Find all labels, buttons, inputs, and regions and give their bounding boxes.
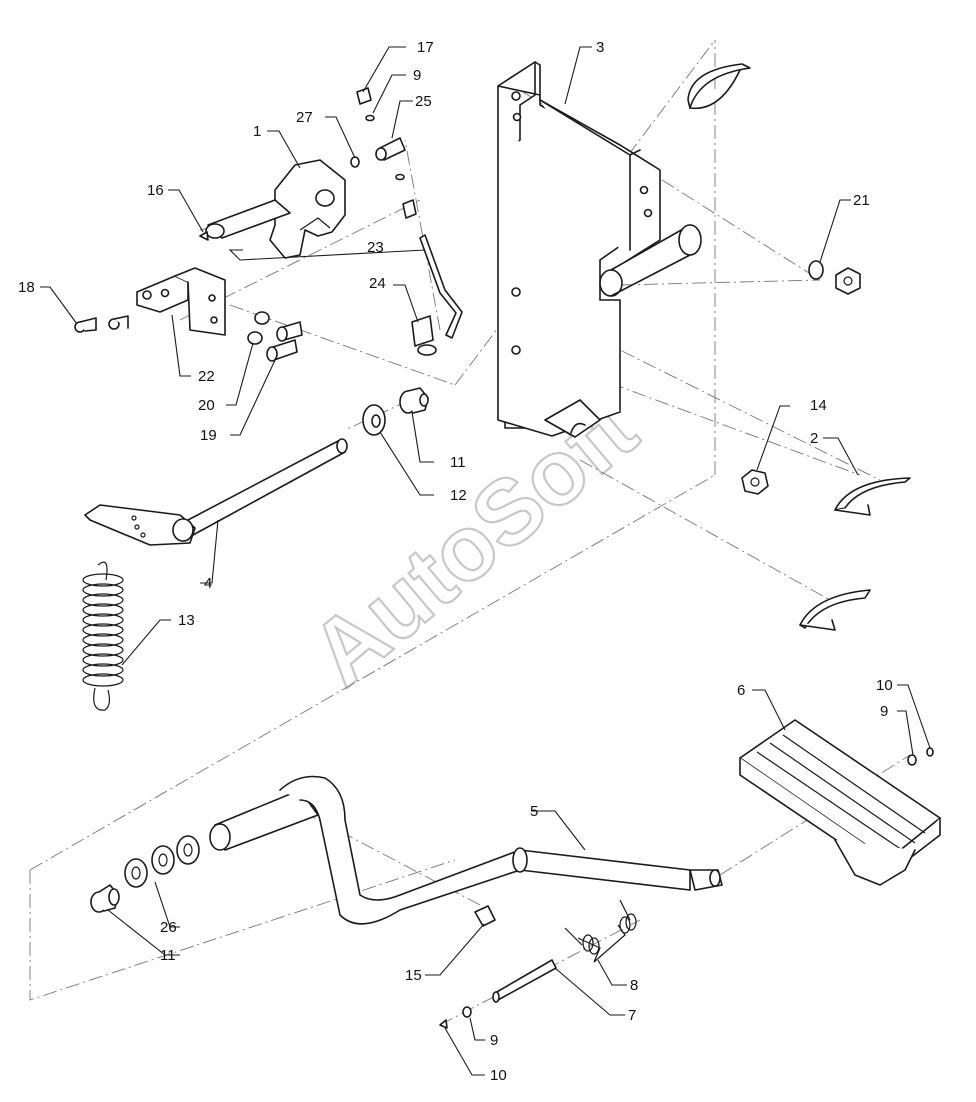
part-13-spring xyxy=(82,561,124,711)
callout-18: 18 xyxy=(18,279,35,296)
part-19-20-screws-washers xyxy=(247,311,303,362)
callout-11-upper: 11 xyxy=(450,454,466,471)
leader-lines xyxy=(40,46,931,1076)
callout-labels: 17 9 25 27 1 16 18 22 20 19 23 24 3 21 1… xyxy=(18,39,893,1084)
callout-10-upper: 10 xyxy=(876,677,893,694)
callout-27: 27 xyxy=(296,109,313,126)
clip-upper xyxy=(687,63,751,110)
callout-9-upper: 9 xyxy=(880,703,888,720)
part-18-screws xyxy=(74,315,129,333)
part-1-lever xyxy=(205,159,346,259)
callout-1: 1 xyxy=(253,123,261,140)
callout-15: 15 xyxy=(405,967,422,984)
callout-4: 4 xyxy=(204,575,212,592)
callout-24: 24 xyxy=(369,275,386,292)
callout-26: 26 xyxy=(160,919,177,936)
part-6-pedal-pad xyxy=(739,719,941,886)
callout-25: 25 xyxy=(415,93,432,110)
callout-8: 8 xyxy=(630,977,638,994)
part-15-pin xyxy=(474,905,496,927)
part-22-bracket xyxy=(136,267,226,336)
callout-3: 3 xyxy=(596,39,604,56)
watermark: AutoSoft xyxy=(292,378,655,706)
part-11-bushing-lower xyxy=(90,884,120,913)
clip-lower xyxy=(799,589,871,631)
part-9-10-washer-clip-lower xyxy=(439,1006,472,1029)
part-11-bushing-upper xyxy=(399,387,429,414)
callout-23: 23 xyxy=(367,239,384,256)
part-5-pedal-arm xyxy=(209,775,723,925)
callout-16: 16 xyxy=(147,182,164,199)
part-17-25-27-hardware xyxy=(350,87,417,219)
callout-7: 7 xyxy=(628,1007,636,1024)
part-23-rod xyxy=(419,234,463,339)
callout-11-lower: 11 xyxy=(160,947,176,964)
callout-12: 12 xyxy=(450,487,467,504)
part-24-clip xyxy=(411,315,437,356)
part-26-washers xyxy=(124,835,200,888)
callout-5: 5 xyxy=(530,803,538,820)
part-16-clip xyxy=(199,231,209,241)
callout-9-lower: 9 xyxy=(490,1032,498,1049)
callout-10-lower: 10 xyxy=(490,1067,507,1084)
part-2-clip xyxy=(834,477,911,516)
callout-6: 6 xyxy=(737,682,745,699)
callout-9: 9 xyxy=(413,67,421,84)
callout-2: 2 xyxy=(810,430,818,447)
callout-14: 14 xyxy=(810,397,827,414)
callout-19: 19 xyxy=(200,427,217,444)
callout-22: 22 xyxy=(198,368,215,385)
callout-13: 13 xyxy=(178,612,195,629)
part-7-pin xyxy=(492,959,557,1003)
part-14-nut xyxy=(741,469,769,495)
part-3-bracket xyxy=(497,61,702,438)
part-4-shaft xyxy=(84,438,348,546)
callout-21: 21 xyxy=(853,192,870,209)
callout-20: 20 xyxy=(198,397,215,414)
callout-17: 17 xyxy=(417,39,434,56)
part-21-washer-nut xyxy=(808,260,861,295)
part-8-spring xyxy=(564,899,637,963)
part-12-washer xyxy=(362,404,386,436)
